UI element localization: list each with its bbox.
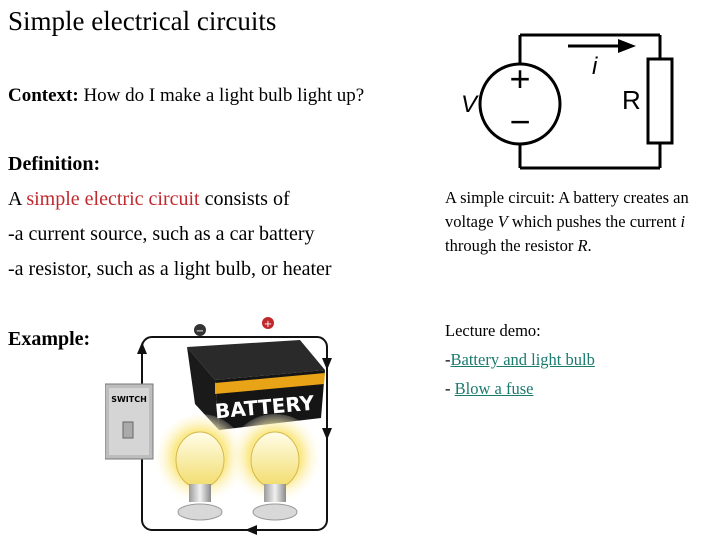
battery-top	[187, 340, 325, 380]
caption-r: R	[577, 236, 588, 255]
blow-fuse-link[interactable]: Blow a fuse	[454, 379, 534, 398]
plus-sign: +	[509, 58, 530, 99]
definition-line-2: -a current source, such as a car battery	[8, 223, 315, 245]
definition-line-1-post: consists of	[199, 188, 290, 210]
current-label: i	[592, 53, 598, 80]
example-heading: Example:	[8, 328, 91, 350]
arrow-down-right-icon	[322, 358, 332, 370]
minus-sign: −	[509, 101, 530, 142]
bulb-socket-left	[177, 503, 223, 521]
voltage-source-symbol	[478, 62, 562, 146]
demo-item-2: - Blow a fuse	[445, 374, 595, 403]
definition-heading: Definition:	[8, 153, 101, 175]
switch-label: SWITCH	[111, 395, 147, 404]
arrow-left-bottom-icon	[245, 525, 257, 535]
demo-heading: Lecture demo:	[445, 321, 541, 340]
definition-line-1-pre: A	[8, 188, 27, 210]
caption-part-1: A simple circuit: A battery creates an v…	[445, 188, 689, 231]
battery-bulb-link[interactable]: Battery and light bulb	[450, 350, 595, 369]
page-title: Simple electrical circuits	[8, 6, 277, 36]
context-label: Context:	[8, 85, 79, 106]
bulb-glass-left	[175, 431, 225, 489]
demo-item-1: -Battery and light bulb	[445, 345, 595, 374]
definition-line-1: A simple electric circuit consists of	[8, 188, 290, 211]
battery-stripe	[215, 373, 325, 394]
resistor-symbol	[646, 57, 674, 145]
switch: SWITCH	[105, 383, 154, 460]
caption-i: i	[680, 212, 686, 231]
demo-item-1-prefix: -	[445, 350, 451, 369]
switch-toggle	[122, 421, 134, 439]
negative-terminal-sign: −	[196, 326, 204, 337]
voltage-label: V	[461, 91, 479, 118]
battery-side	[187, 347, 219, 430]
current-arrow-head	[618, 39, 636, 53]
positive-terminal	[262, 317, 274, 329]
demo-item-2-prefix: -	[445, 379, 455, 398]
caption-part-3: through the resistor	[445, 236, 578, 255]
circuit-illustration: SWITCH BATTERY − +	[105, 317, 332, 535]
circuit-diagram: V + − R i	[461, 33, 674, 170]
battery: BATTERY − +	[187, 317, 325, 430]
arrow-down-right-2-icon	[322, 428, 332, 440]
bulb-socket-right	[252, 503, 298, 521]
negative-terminal	[194, 324, 206, 336]
arrow-up-left-icon	[137, 342, 147, 354]
caption-part-4: .	[587, 236, 592, 255]
bulb-base-right	[264, 484, 286, 502]
caption-v: V	[497, 212, 508, 231]
definition-line-3: -a resistor, such as a light bulb, or he…	[8, 258, 332, 280]
lecture-demo: Lecture demo: -Battery and light bulb - …	[445, 316, 595, 403]
circuit-caption: A simple circuit: A battery creates an v…	[445, 186, 710, 258]
highlight-term: simple electric circuit	[26, 188, 200, 210]
bulb-base-left	[189, 484, 211, 502]
resistor-label: R	[622, 85, 641, 115]
positive-terminal-sign: +	[264, 319, 272, 330]
light-bulb-right	[227, 414, 323, 521]
context-line: Context: How do I make a light bulb ligh…	[8, 85, 364, 107]
context-text: How do I make a light bulb light up?	[83, 85, 365, 106]
light-bulb-left	[152, 414, 248, 521]
caption-part-2: which pushes the current	[507, 212, 681, 231]
bulb-glass-right	[250, 431, 300, 489]
